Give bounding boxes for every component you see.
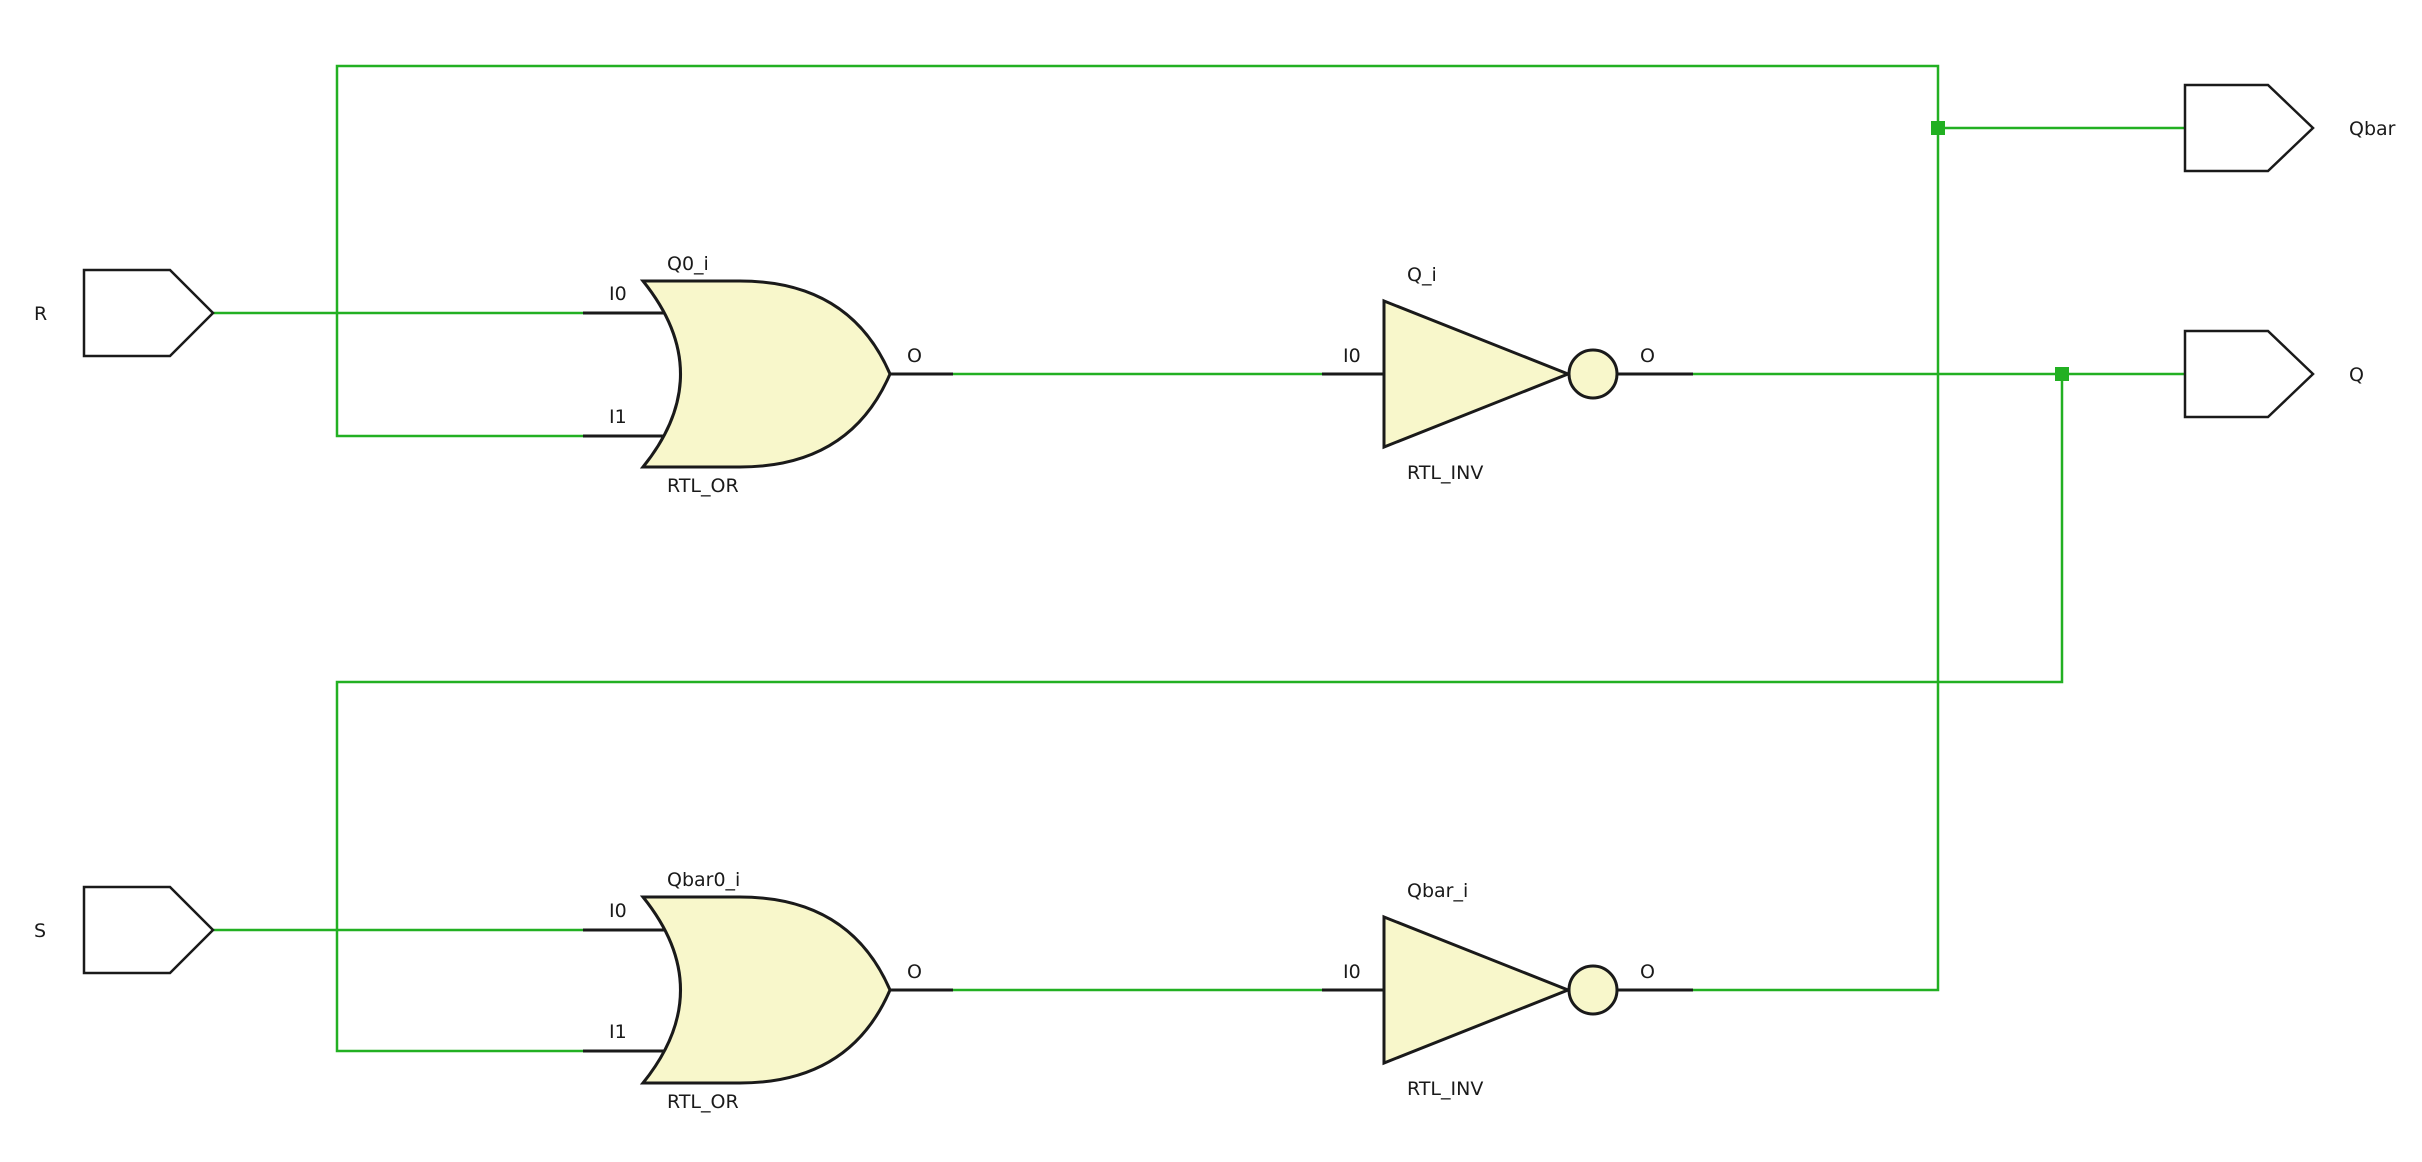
or-q0-i0-label: I0 [609, 283, 627, 305]
or-q0-i1-label: I1 [609, 406, 627, 428]
port-q-label: Q [2349, 364, 2364, 386]
inv-qbar-i0-label: I0 [1343, 961, 1361, 983]
or-gate-q0[interactable]: Q0_i RTL_OR I0 I1 O [583, 253, 953, 497]
junction-q [2055, 367, 2069, 381]
or-q0-instance-label: Q0_i [667, 253, 709, 275]
or-gate-q0-body[interactable] [639, 279, 892, 469]
port-r[interactable]: R [34, 268, 215, 358]
or-qbar0-o-label: O [907, 961, 922, 983]
port-qbar[interactable]: Qbar [2183, 83, 2396, 173]
or-gate-qbar0[interactable]: Qbar0_i RTL_OR I0 I1 O [583, 869, 953, 1113]
output-port-qbar-shape[interactable] [2183, 83, 2315, 173]
or-q0-o-label: O [907, 345, 922, 367]
net-q-feedback[interactable] [335, 374, 2064, 1053]
port-s[interactable]: S [34, 885, 215, 975]
inverter-qbar-bubble [1567, 964, 1619, 1016]
nets [213, 64, 2185, 1053]
inv-q-type-label: RTL_INV [1407, 462, 1483, 484]
or-q0-type-label: RTL_OR [667, 475, 739, 497]
junction-qbar [1931, 121, 1945, 135]
port-r-label: R [34, 303, 47, 325]
or-qbar0-instance-label: Qbar0_i [667, 869, 740, 891]
input-port-r-shape[interactable] [82, 268, 215, 358]
or-qbar0-type-label: RTL_OR [667, 1091, 739, 1113]
port-s-label: S [34, 920, 46, 942]
inverter-qbar-body[interactable] [1382, 914, 1573, 1066]
inv-qbar-type-label: RTL_INV [1407, 1078, 1483, 1100]
inv-qbar-o-label: O [1640, 961, 1655, 983]
port-q[interactable]: Q [2183, 329, 2364, 419]
or-qbar0-i1-label: I1 [609, 1021, 627, 1043]
net-qbar-feedback[interactable] [335, 64, 1940, 992]
inv-q-o-label: O [1640, 345, 1655, 367]
inverter-q[interactable]: Q_i RTL_INV I0 O [1322, 264, 1693, 484]
or-gate-qbar0-body[interactable] [639, 895, 892, 1085]
inv-qbar-instance-label: Qbar_i [1407, 880, 1468, 902]
inv-q-i0-label: I0 [1343, 345, 1361, 367]
output-port-q-shape[interactable] [2183, 329, 2315, 419]
inv-q-instance-label: Q_i [1407, 264, 1437, 286]
input-port-s-shape[interactable] [82, 885, 215, 975]
inverter-q-bubble [1567, 348, 1619, 400]
or-qbar0-i0-label: I0 [609, 900, 627, 922]
inverter-qbar[interactable]: Qbar_i RTL_INV I0 O [1322, 880, 1693, 1100]
port-qbar-label: Qbar [2349, 118, 2396, 140]
inverter-q-body[interactable] [1382, 298, 1573, 450]
